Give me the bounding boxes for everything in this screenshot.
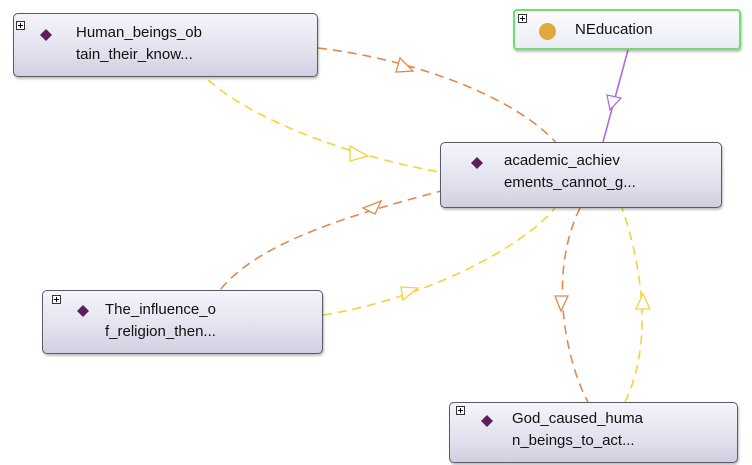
node-label-line2: n_beings_to_act... <box>512 432 635 449</box>
circle-icon <box>539 23 556 40</box>
node-label: Human_beings_ob tain_their_know... <box>76 22 202 66</box>
node-label-line1: Human_beings_ob <box>76 24 202 41</box>
node-label: academic_achiev ements_cannot_g... <box>504 150 636 194</box>
edge-academic-to-god-orange <box>561 207 589 403</box>
plus-box-icon[interactable] <box>456 406 465 415</box>
node-god-caused[interactable]: God_caused_huma n_beings_to_act... <box>449 402 738 463</box>
plus-box-icon[interactable] <box>52 295 61 304</box>
diamond-icon <box>481 415 493 427</box>
diamond-icon <box>77 305 89 317</box>
node-label-line1: academic_achiev <box>504 152 620 169</box>
node-label-line1: The_influence_o <box>105 301 216 318</box>
edge-arrowhead <box>395 56 415 73</box>
edge-human-to-academic-yellow <box>207 79 441 173</box>
edge-arrowhead <box>349 144 370 162</box>
node-label: NEducation <box>575 21 653 38</box>
node-academic-achievements[interactable]: academic_achiev ements_cannot_g... <box>440 142 722 208</box>
node-label: The_influence_o f_religion_then... <box>105 299 216 343</box>
node-label: God_caused_huma n_beings_to_act... <box>512 408 643 452</box>
edge-human-to-academic-orange <box>317 47 559 146</box>
node-label-line1: God_caused_huma <box>512 410 643 427</box>
node-label-line2: ements_cannot_g... <box>504 174 636 191</box>
node-label-line2: tain_their_know... <box>76 46 193 63</box>
node-label-line2: f_religion_then... <box>105 323 216 340</box>
edge-arrowhead <box>400 286 420 302</box>
node-human-beings[interactable]: Human_beings_ob tain_their_know... <box>13 13 318 77</box>
plus-box-icon[interactable] <box>16 21 25 30</box>
edge-academic-to-influence-orange <box>219 185 461 291</box>
edge-influence-to-academic-yellow <box>322 207 556 316</box>
plus-box-icon[interactable] <box>518 14 527 23</box>
diamond-icon <box>40 29 52 41</box>
node-the-influence[interactable]: The_influence_o f_religion_then... <box>42 290 323 354</box>
edge-arrowhead <box>361 199 383 215</box>
diamond-icon <box>471 157 483 169</box>
node-neducation[interactable]: NEducation <box>513 9 741 50</box>
edge-neducation-to-academic <box>602 49 629 143</box>
edge-arrowhead <box>554 295 570 313</box>
edge-arrowhead <box>634 292 652 310</box>
edge-arrowhead <box>606 94 623 112</box>
